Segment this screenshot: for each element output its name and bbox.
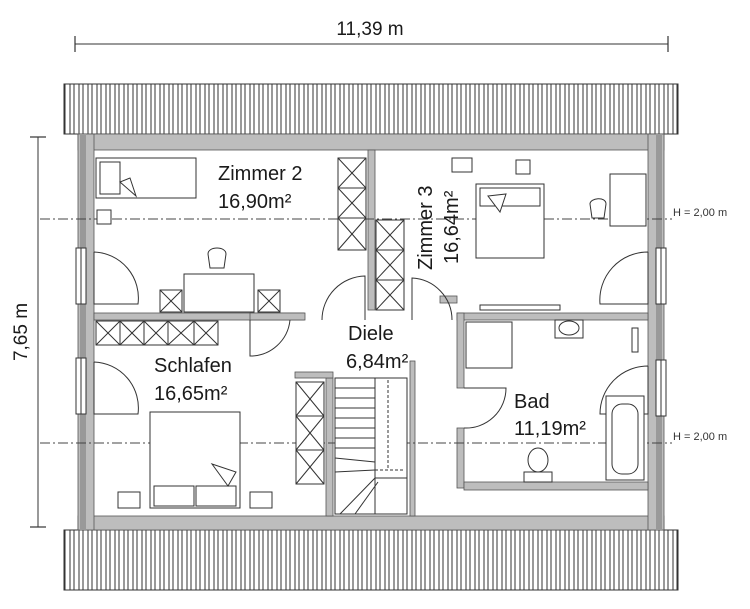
bed-schlafen [117,411,273,509]
staircase [334,377,408,515]
room-name: Zimmer 3 [415,186,437,270]
wardrobe-zimmer2 [337,157,367,251]
height-label: 7,65 m [11,303,32,361]
roof-top [63,83,679,135]
room-name: Zimmer 2 [218,163,302,185]
desk-zimmer3 [589,173,647,227]
height-line-label: H = 2,00 m [673,431,727,443]
bed-zimmer2 [95,157,197,199]
room-label-zimmer-3: Zimmer 3 16,64m² [415,186,463,270]
room-label-schlafen: Schlafen 16,65m² [154,355,232,405]
room-name: Diele [348,323,394,345]
outer-walls [77,133,665,531]
room-label-zimmer-2: Zimmer 2 16,90m² [218,163,302,213]
room-area: 16,90m² [218,191,292,213]
room-area: 11,19m² [514,418,586,440]
room-area: 6,84m² [346,351,409,373]
wardrobe-schlafen [95,320,219,346]
nightstand [96,209,112,225]
room-label-bad: Bad 11,19m² [514,391,586,440]
bathroom-fixtures [465,319,645,483]
room-area: 16,64m² [441,190,463,264]
wardrobe-diele [295,381,325,485]
room-area: 16,65m² [154,383,228,405]
radiator [479,304,561,311]
interior-walls [93,149,649,517]
desk-zimmer2 [159,247,281,313]
roof-bottom [63,529,679,591]
window-swings [93,251,649,415]
room-label-diele: Diele 6,84m² [346,323,409,373]
height-dimension: 7,65 m [11,136,46,528]
room-name: Schlafen [154,355,232,377]
height-line-label: H = 2,00 m [673,207,727,219]
bed-zimmer3 [451,157,545,259]
room-name: Bad [514,391,550,413]
door-swings [249,275,507,429]
windows [75,247,667,417]
width-dimension: 11,39 m [74,19,669,52]
width-label: 11,39 m [336,19,403,40]
wardrobe-zimmer3 [375,219,405,311]
